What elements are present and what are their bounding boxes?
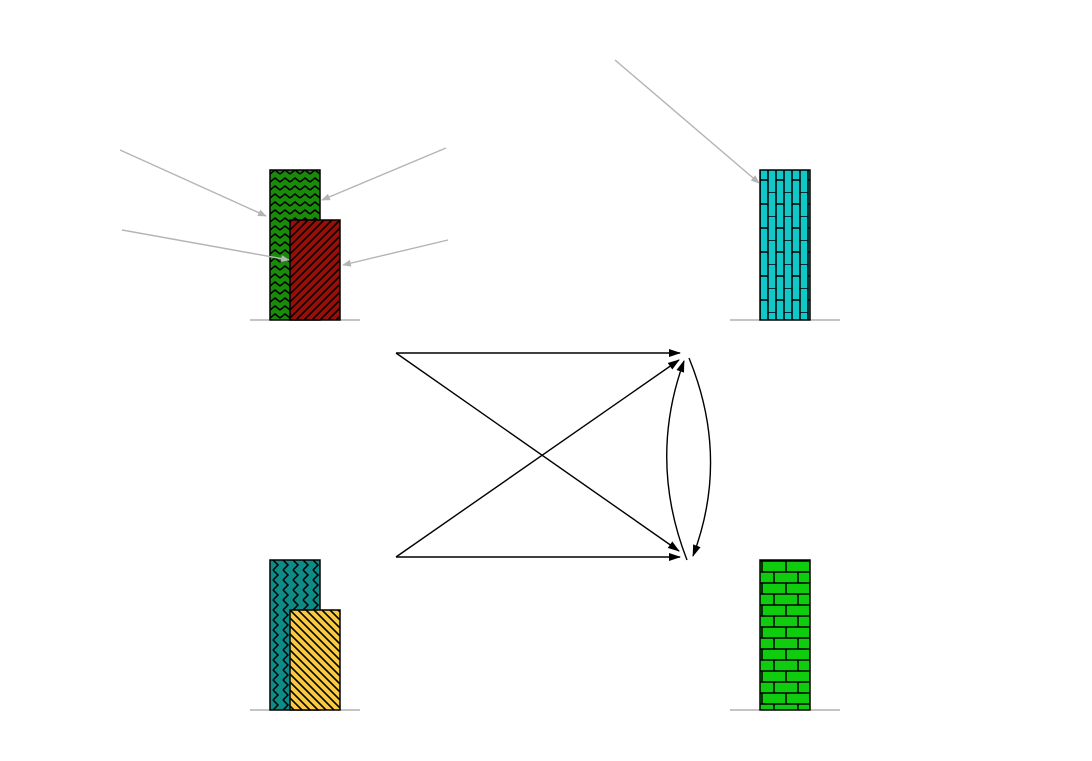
annotation-arrow <box>121 229 290 263</box>
bar-green-bricks <box>759 559 811 711</box>
annotation-arrow <box>342 239 449 267</box>
bar-cyan-bricks <box>759 169 811 321</box>
connector-top-right-to-bottom-right <box>688 357 712 557</box>
annotation-arrow <box>321 147 447 201</box>
connector-top-left-to-bottom-right <box>395 352 680 552</box>
connector-bottom-right-to-top-right <box>666 360 688 561</box>
panel-top-left <box>119 147 449 321</box>
panel-top-right <box>614 59 840 321</box>
panel-bottom-left <box>250 559 360 711</box>
connector-bottom-left-to-top-right <box>395 359 680 558</box>
bar-red-diagonal <box>289 219 341 321</box>
annotation-arrow <box>614 59 760 184</box>
bar-yellow-diagonal <box>289 609 341 711</box>
annotation-arrow <box>119 149 267 217</box>
connectors <box>395 349 712 561</box>
panel-bottom-right <box>730 559 840 711</box>
